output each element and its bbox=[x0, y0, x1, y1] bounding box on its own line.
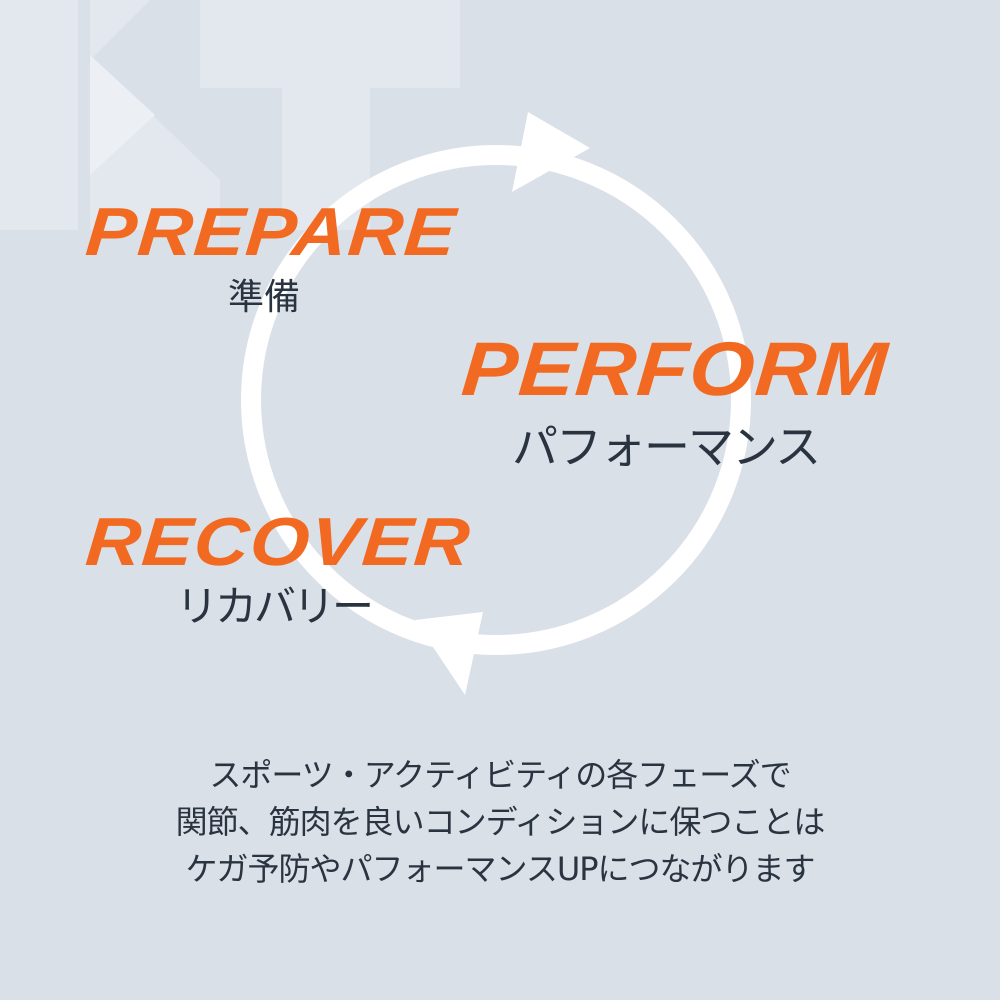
phase-perform-subtitle: パフォーマンス bbox=[512, 420, 821, 474]
arrowhead-bottom-icon bbox=[415, 612, 483, 695]
arrowhead-top-icon bbox=[512, 112, 590, 192]
phase-perform-title: PERFORM bbox=[458, 327, 892, 412]
caption-line: 関節、筋肉を良いコンディションに保つことは bbox=[175, 803, 826, 841]
phase-recover-subtitle: リカバリー bbox=[176, 582, 374, 631]
cycle-circle bbox=[241, 145, 751, 655]
phase-prepare-subtitle: 準備 bbox=[228, 277, 301, 318]
phase-recover-title: RECOVER bbox=[83, 504, 474, 580]
caption-line: ケガ予防やパフォーマンスUPにつながります bbox=[185, 850, 815, 888]
caption-line: スポーツ・アクティビティの各フェーズで bbox=[209, 756, 791, 794]
caption: スポーツ・アクティビティの各フェーズで 関節、筋肉を良いコンディションに保つこと… bbox=[0, 752, 1000, 893]
phase-prepare-title: PREPARE bbox=[83, 194, 460, 270]
